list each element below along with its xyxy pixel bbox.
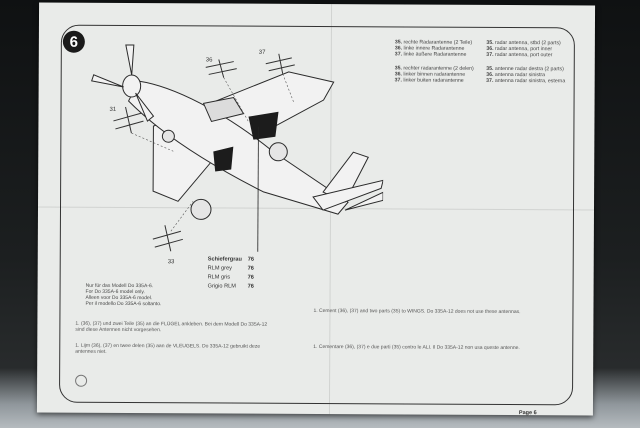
- propeller-blade-shape: [91, 74, 124, 88]
- wheel-well-shape: [213, 146, 234, 172]
- paint-pointer-line: [257, 126, 259, 252]
- note-line: Per il modello Do 335A-6 soltanto.: [85, 300, 162, 308]
- parts-legend: 35. rechte Radarantenne (2 Teile) 36. li…: [395, 39, 575, 85]
- paint-code: 76: [247, 274, 254, 281]
- legend-item: 37. antenna radar sinistra, esterna: [486, 77, 566, 85]
- fuselage-shape: [127, 80, 349, 215]
- paint-row: RLM grey 76: [207, 264, 254, 273]
- propeller-hub-shape: [122, 74, 142, 98]
- wheel-well-shape: [248, 111, 279, 140]
- legend-item: 37. radar antenna, port outer: [486, 51, 553, 59]
- callout-33: 33: [168, 259, 175, 265]
- callout-36: 36: [206, 57, 213, 63]
- guide-line: [282, 73, 294, 102]
- paint-row: RLM gris 76: [207, 273, 254, 282]
- guide-line: [170, 201, 194, 232]
- instruction-nl: 1. Lijm (36), (37) en twee delen (35) aa…: [75, 342, 261, 355]
- callout-31: 31: [110, 107, 117, 113]
- nose-wheel-shape: [161, 129, 175, 143]
- antenna-shape: [265, 53, 295, 74]
- instruction-it: 1. Cementare (36), (37) e due parti (35)…: [313, 343, 520, 352]
- paint-name: RLM grey: [207, 265, 232, 272]
- legend-item: 37. linker buiten radarantenne: [394, 77, 464, 84]
- propeller-blade-shape: [135, 92, 155, 122]
- registration-mark: [75, 374, 88, 387]
- guide-line: [223, 77, 249, 122]
- legend-column-it: 35. antenne radar destra (2 parts) 36. a…: [486, 66, 575, 84]
- paint-title: Schiefergrau: [207, 256, 242, 263]
- main-wheel-shape: [268, 142, 288, 162]
- antenna-shape: [152, 225, 183, 252]
- legend-column-de: 35. rechte Radarantenne (2 Teile) 36. li…: [395, 39, 484, 57]
- step-number-badge: 6: [62, 30, 85, 53]
- instruction-en: 1. Cement (36), (37) and two parts (35) …: [313, 307, 521, 316]
- propeller-blade-shape: [125, 44, 135, 76]
- paint-code: 76: [247, 265, 254, 272]
- instruction-sheet: 6: [36, 2, 596, 417]
- tailplane-shape: [312, 179, 384, 211]
- legend-column-fr: 35. rechter radarantenne (2 delen) 36. l…: [395, 65, 484, 83]
- antenna-shape: [205, 59, 237, 78]
- legend-column-en: 35. radar antenna, stbd (2 parts) 36. ra…: [486, 40, 575, 58]
- instruction-de: 1. (36), (37) und zwei Teile (35) an die…: [75, 320, 268, 334]
- paint-code: 76: [247, 283, 254, 290]
- legend-item: 37. linke äußere Radarantenne: [394, 51, 467, 58]
- paint-code: 76: [247, 256, 254, 263]
- paint-title-row: Schiefergrau 76: [207, 255, 254, 264]
- antenna-shape: [113, 106, 144, 134]
- cockpit-shape: [202, 97, 245, 123]
- model-note: Nur für das Modell Do 335A-6. For Do 335…: [85, 283, 235, 308]
- rear-propeller-shape: [344, 191, 384, 211]
- legend-top-row: 35. rechte Radarantenne (2 Teile) 36. li…: [395, 39, 575, 58]
- page-number: Page 6: [518, 410, 537, 417]
- callout-37: 37: [259, 50, 266, 56]
- main-wheel-shape: [190, 198, 212, 220]
- aircraft-diagram: 36 37 31 33: [91, 44, 384, 265]
- legend-bottom-row: 35. rechter radarantenne (2 delen) 36. l…: [395, 65, 575, 84]
- paint-name: RLM gris: [207, 274, 231, 281]
